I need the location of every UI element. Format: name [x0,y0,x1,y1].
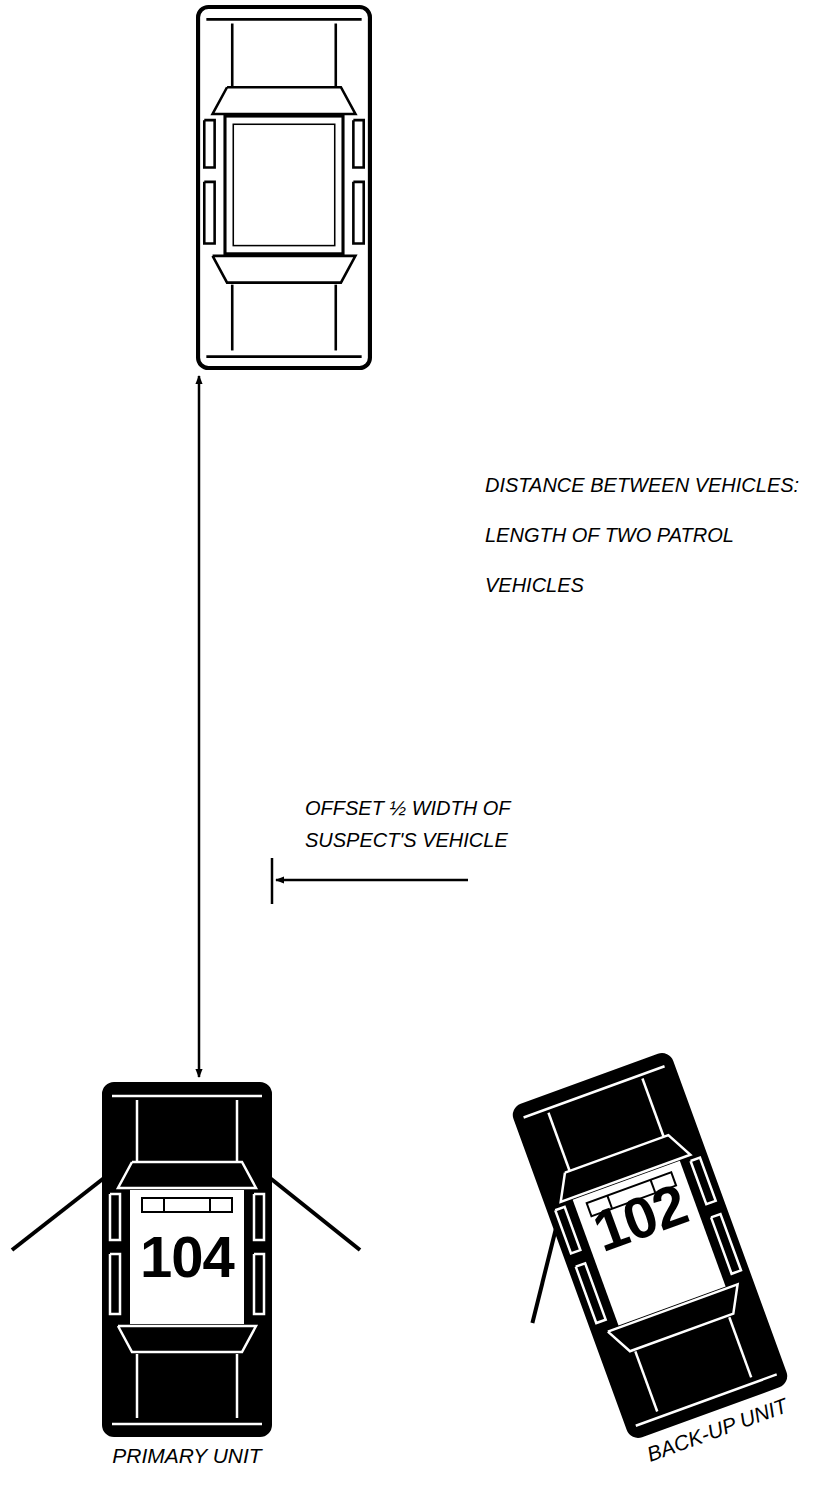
car-line [334,24,337,88]
light-bar-segment [209,1198,211,1212]
car-line [118,1326,256,1352]
patrol-car: 104PRIMARY UNIT [102,1082,272,1437]
unit-name: PRIMARY UNIT [112,1443,261,1468]
car-line [112,1423,262,1426]
car-drawing [198,7,370,368]
car-line [236,1354,239,1418]
car-line [204,120,214,167]
car-line [353,120,363,167]
suspect-vehicle [198,7,370,368]
unit-number: 104 [102,1228,272,1286]
car-line [231,285,234,351]
car-outline [509,1050,790,1442]
car-line [206,355,361,358]
car-drawing [12,1084,360,1435]
offset-tick [271,858,274,904]
car-line [642,1079,663,1137]
car-line [118,1162,256,1188]
open-door [12,1178,104,1250]
car-line [353,182,363,244]
car-line [213,256,356,283]
car-line [334,285,337,351]
car-drawing [461,1052,788,1457]
light-bar-segment [163,1198,165,1212]
patrol-car: 102BACK-UP UNIT [509,1050,790,1442]
car-line [110,1254,120,1314]
car-body [512,1052,788,1439]
car-line [112,1095,262,1098]
note-label: OFFSET ½ WIDTH OF SUSPECT'S VEHICLE [305,792,558,856]
car-line [110,1194,120,1240]
distance-arrow [198,376,201,1077]
note-label: DISTANCE BETWEEN VEHICLES: LENGTH OF TWO… [485,460,826,610]
car-line [548,1113,569,1171]
car-line [236,1100,239,1162]
car-line [206,18,361,21]
car-line [254,1254,264,1314]
car-line [213,87,356,114]
roof [225,116,343,254]
car-line [254,1194,264,1240]
offset-arrow [276,879,468,882]
car-body [198,7,370,368]
light-bar [142,1198,232,1212]
car-line [635,1351,657,1411]
car-line [136,1354,139,1418]
car-line [555,1207,580,1254]
open-door [270,1178,360,1250]
car-line [136,1100,139,1162]
car-line [524,1066,665,1117]
roof-inner [233,124,334,245]
car-line [729,1317,751,1377]
car-line [231,24,234,88]
car-line [204,182,214,244]
